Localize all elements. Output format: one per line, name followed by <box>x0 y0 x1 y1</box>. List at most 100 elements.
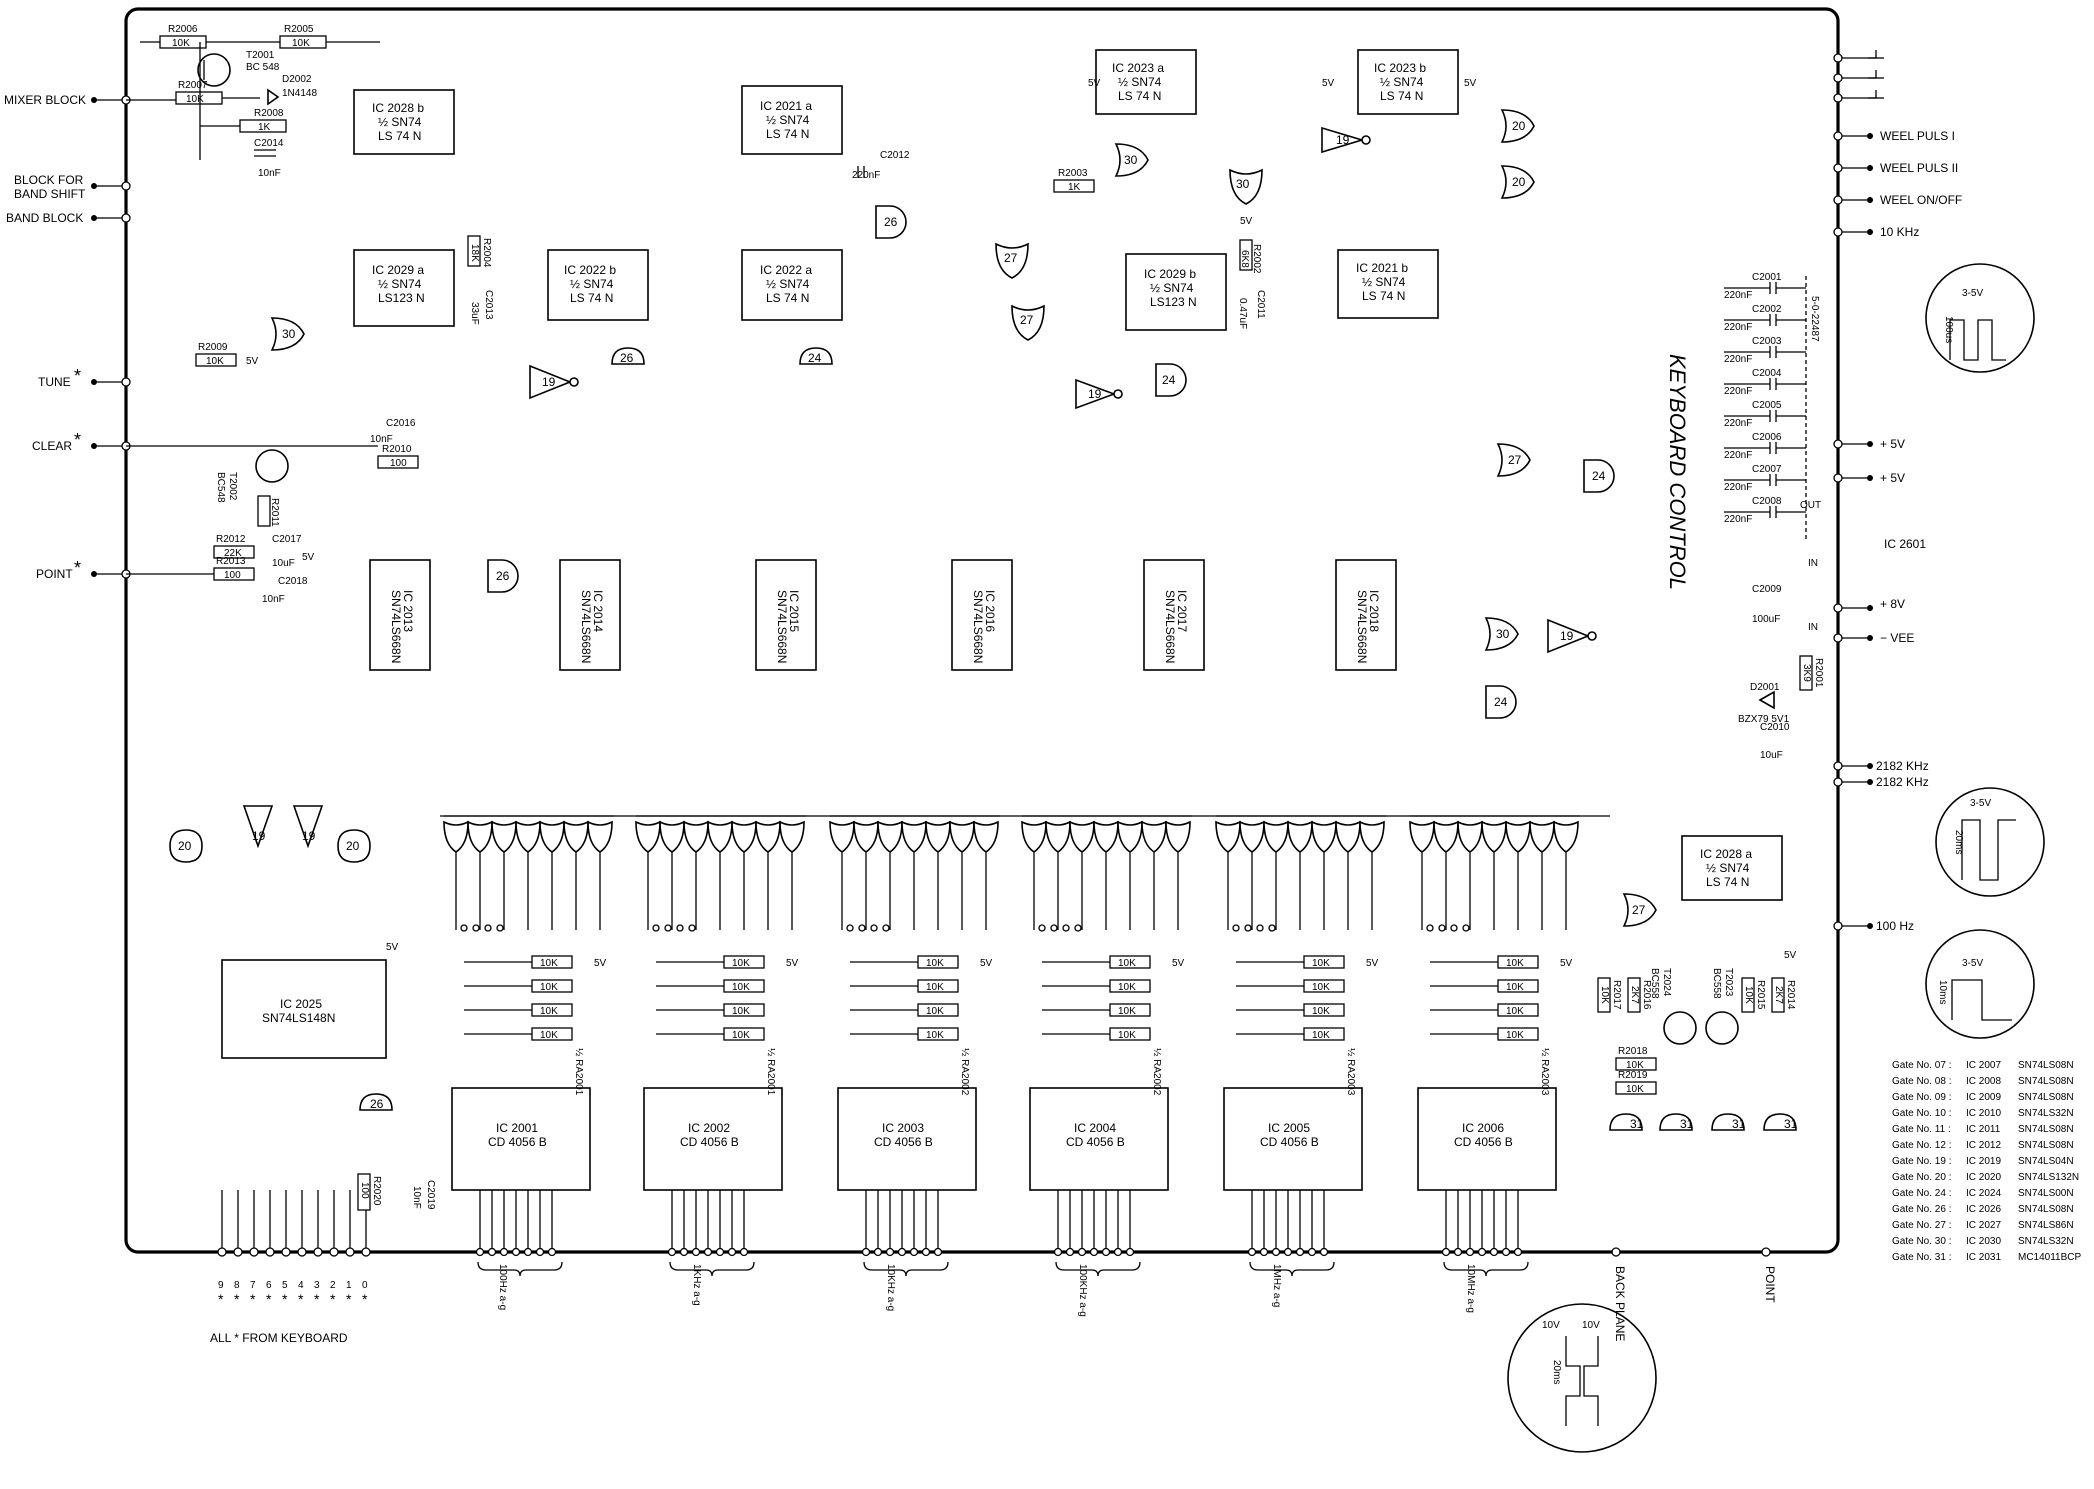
resistor-value: 10K <box>1118 1006 1136 1017</box>
star-mark: * <box>266 1291 272 1307</box>
right-signal-label: + 5V <box>1880 437 1905 451</box>
gate-number: 26 <box>496 569 510 583</box>
gate-number: 24 <box>1592 469 1606 483</box>
and-gate-26 <box>875 205 907 239</box>
ref-label: R2003 <box>1058 168 1088 179</box>
ref-label: R2013 <box>216 556 246 567</box>
digit-or-gate <box>1117 820 1143 853</box>
ic-type-2: LS 74 N <box>766 291 809 305</box>
ref-label: R2010 <box>382 444 412 455</box>
gate-number: 26 <box>620 351 634 365</box>
timing-bubble-100hz <box>1925 929 2035 1039</box>
gate-list-gate: Gate No. 07 : <box>1892 1060 1951 1071</box>
inverter-19b <box>529 364 573 400</box>
digit-or-gate <box>1045 820 1071 853</box>
capacitor-ref: C2003 <box>1752 336 1782 347</box>
gate-list-type: SN74LS32N <box>2018 1236 2074 1247</box>
gate-list-gate: Gate No. 09 : <box>1892 1092 1951 1103</box>
resistor-value: 10K <box>540 1030 558 1041</box>
gate-number: 31 <box>1784 1117 1798 1131</box>
resistor-value: 10K <box>1506 958 1524 969</box>
display-driver-area: R2017 10K R2016 2K7 T2024 BC558 T2023 BC… <box>1597 893 1798 1131</box>
right-signal-label: 100 Hz <box>1876 919 1914 933</box>
gate-list-ic: IC 2011 <box>1966 1124 2001 1135</box>
key-digit: 4 <box>298 1280 304 1291</box>
decoder-ic-2004: IC 2004 CD 4056 B ½ RA2002 100KHz a-g <box>1029 1048 1169 1317</box>
transistor-t2023 <box>1705 1011 1739 1045</box>
ic-name: IC 2014 <box>591 590 605 632</box>
gate-number: 31 <box>1630 1117 1644 1131</box>
right-signal-label: WEEL PULS II <box>1880 161 1958 175</box>
resistor-value: 10K <box>1312 982 1330 993</box>
decoder-chain: IC 2001 CD 4056 B ½ RA2001 100Hz a-g IC … <box>451 1048 1557 1317</box>
nand-gate-31b <box>1659 1113 1693 1131</box>
gate-list-ic: IC 2010 <box>1966 1108 2001 1119</box>
value-label: 1K <box>258 122 271 133</box>
pin-label: OUT <box>1800 500 1821 511</box>
ref-label: D2001 <box>1750 682 1780 693</box>
supply-label: 5V <box>1560 958 1573 969</box>
ic-name: IC 2029 a <box>372 263 424 277</box>
ic-name: IC 2001 <box>496 1121 538 1135</box>
gate-list-ic: IC 2007 <box>1966 1060 2001 1071</box>
capacitor-value: 220nF <box>1724 386 1752 397</box>
gate-number: 24 <box>1494 695 1508 709</box>
ic-type: ½ SN74 <box>378 115 422 129</box>
decoder-ic-2006: IC 2006 CD 4056 B ½ RA2003 10MHz a-g <box>1417 1048 1557 1313</box>
ic-type: CD 4056 B <box>488 1135 547 1149</box>
value-label: 10K <box>1626 1060 1644 1071</box>
resistor-value: 10K <box>1506 1006 1524 1017</box>
star-mark: * <box>250 1291 256 1307</box>
nand-gate-24d <box>1485 685 1517 719</box>
resistor-r2010 <box>377 455 419 469</box>
ic-type: ½ SN74 <box>1150 281 1194 295</box>
gate-number: 27 <box>1020 313 1034 327</box>
gate-list-ic: IC 2027 <box>1966 1220 2001 1231</box>
left-signal-label: BAND BLOCK <box>6 211 83 225</box>
gate-list-ic: IC 2026 <box>1966 1204 2001 1215</box>
capacitor-ref: C2002 <box>1752 304 1782 315</box>
gate-number: 19 <box>1560 629 1574 643</box>
ref-label: T2001 <box>246 50 275 61</box>
type-label: BC 548 <box>246 62 280 73</box>
left-signal-label-2: BAND SHIFT <box>14 187 86 201</box>
digit-or-gate <box>1215 820 1241 853</box>
decoder-ic-2005: IC 2005 CD 4056 B ½ RA2003 1MHz a-g <box>1223 1048 1363 1307</box>
ref-label: C2016 <box>386 418 416 429</box>
timing-amplitude: 10V <box>1542 1320 1560 1331</box>
ref-label: C2011 <box>1255 290 1266 319</box>
resistor-r2011 <box>257 495 271 527</box>
value-label: 2K7 <box>1629 986 1640 1004</box>
resistor-value: 10K <box>540 958 558 969</box>
gate-list-ic: IC 2009 <box>1966 1092 2001 1103</box>
ic-2022a: IC 2022 a ½ SN74 LS 74 N <box>741 249 843 321</box>
star-mark: * <box>298 1291 304 1307</box>
ic-type: CD 4056 B <box>1260 1135 1319 1149</box>
right-signal-label: 10 KHz <box>1880 225 1919 239</box>
gate-number: 24 <box>808 351 822 365</box>
ref-label: R2017 <box>1611 980 1622 1010</box>
ic-name: IC 2016 <box>983 590 997 632</box>
ic-name: IC 2013 <box>401 590 415 632</box>
ref-label: R2005 <box>284 24 314 35</box>
ic-name: IC 2025 <box>280 997 322 1011</box>
ic-name: IC 2022 b <box>564 263 616 277</box>
ref-label: T2002 <box>227 472 238 501</box>
keyboard-label: ALL * FROM KEYBOARD <box>210 1331 348 1345</box>
right-signal-label: WEEL ON/OFF <box>1880 193 1962 207</box>
gate-number: 30 <box>1124 153 1138 167</box>
value-label: 1K <box>1068 182 1081 193</box>
gate-number: 20 <box>1512 119 1526 133</box>
right-signal-label: 2182 KHz <box>1876 759 1929 773</box>
gate-number: 27 <box>1632 903 1646 917</box>
ref-label: C2009 <box>1752 584 1782 595</box>
ic-name: IC 2006 <box>1462 1121 1504 1135</box>
value-label: 100uF <box>1752 614 1780 625</box>
capacitor-ref: C2004 <box>1752 368 1782 379</box>
resistor-value: 10K <box>732 958 750 969</box>
gate-number: 19 <box>1088 387 1102 401</box>
xor-gate-27d <box>1622 893 1657 927</box>
resistor-value: 10K <box>540 982 558 993</box>
ref-label: R2018 <box>1618 1046 1648 1057</box>
ic-type: ½ SN74 <box>1118 75 1162 89</box>
